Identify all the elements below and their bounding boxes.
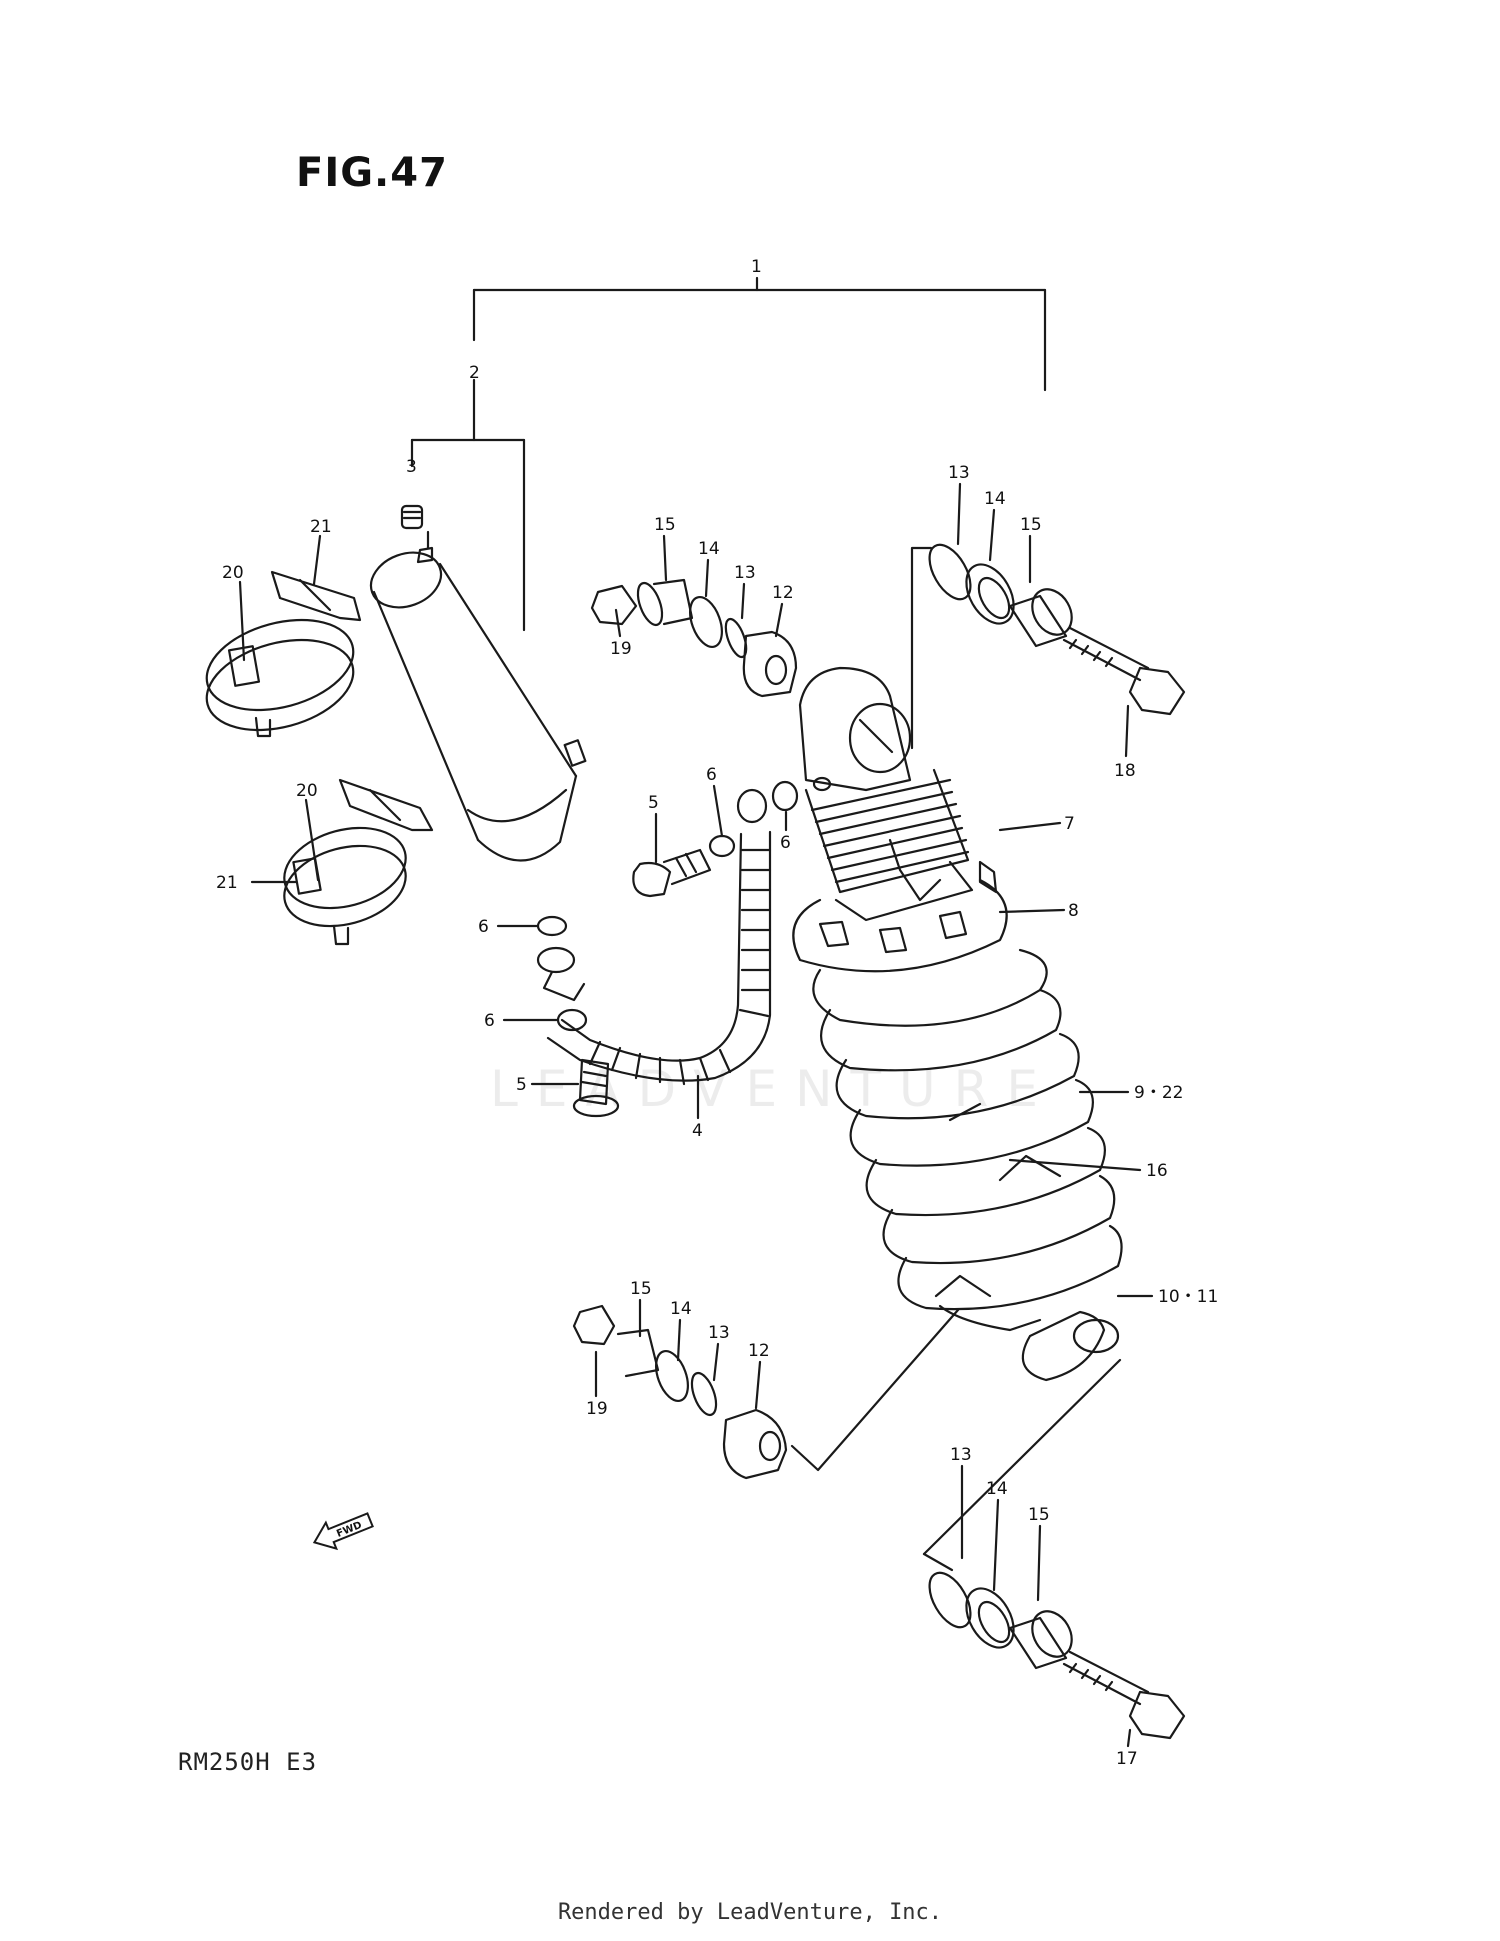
callout-label: 6	[706, 765, 717, 785]
leader-19a	[614, 608, 622, 638]
leader-8	[998, 908, 1066, 914]
fwd-direction-marker: FWD	[312, 1512, 374, 1551]
callout-label: 5	[516, 1075, 527, 1095]
leader-6a	[712, 784, 724, 838]
callout-label: 20	[222, 563, 244, 583]
callout-label: 15	[1020, 515, 1042, 535]
callout-label: 3	[406, 457, 417, 477]
leader-lower-right	[922, 1358, 1122, 1556]
callout-label: 13	[948, 463, 970, 483]
callout-label: 17	[1116, 1749, 1138, 1769]
banjo-bolt-lower	[572, 1058, 620, 1118]
lower-clevis	[938, 1304, 1120, 1382]
lower-right-hardware	[928, 1571, 1186, 1740]
lower-band-clamp	[283, 778, 434, 946]
reservoir-tank	[369, 530, 587, 862]
valve-cap-3	[400, 504, 424, 530]
callout-label: 6	[484, 1011, 495, 1031]
callout-labels: 1 2 3 4 5 5 6 6 6 6 7 8 9・22 10・11 12 12…	[216, 257, 1218, 1769]
callout-label: 7	[1064, 814, 1075, 834]
callout-label: 14	[670, 1299, 692, 1319]
leader-15a	[662, 534, 668, 582]
footer-credit: Rendered by LeadVenture, Inc.	[557, 1900, 943, 1925]
coil-spring	[812, 948, 1123, 1311]
washer-6-upper-right	[771, 780, 799, 812]
callout-label: 13	[708, 1323, 730, 1343]
leader-14d	[992, 1498, 1000, 1592]
callout-label: 5	[648, 793, 659, 813]
leader-14b	[988, 508, 996, 562]
leader-18	[1124, 704, 1130, 758]
leader-13b	[956, 482, 962, 546]
leader-7	[998, 821, 1062, 832]
lower-left-hardware	[572, 1304, 788, 1480]
leader-17	[1126, 1728, 1132, 1748]
upper-band-clamp	[205, 570, 362, 738]
upper-right-hardware	[928, 543, 1186, 716]
callout-label: 19	[586, 1399, 608, 1419]
callout-label: 14	[698, 539, 720, 559]
figure-title: FIG.47	[296, 150, 448, 196]
leader-21a	[312, 534, 322, 586]
callout-label: 10・11	[1158, 1287, 1218, 1307]
callout-label: 21	[310, 517, 332, 537]
callout-label: 13	[950, 1445, 972, 1465]
callout-label: 12	[772, 583, 794, 603]
leader-13a	[740, 582, 746, 620]
banjo-bolt-upper	[632, 848, 712, 898]
leader-lower-right-2	[922, 1552, 954, 1572]
assembly-bracket-1	[472, 276, 1047, 392]
leader-upper-mount	[910, 546, 933, 750]
washer-6-upper-left	[708, 834, 736, 858]
callout-label: 6	[780, 833, 791, 853]
callout-label: 21	[216, 873, 238, 893]
callout-label: 15	[1028, 1505, 1050, 1525]
leader-14a	[704, 558, 710, 598]
shock-absorber-body	[798, 666, 974, 922]
callout-label: 14	[984, 489, 1006, 509]
leader-15d	[1036, 1524, 1042, 1602]
callout-label: 19	[610, 639, 632, 659]
leader-12a	[774, 602, 784, 638]
leader-12b	[754, 1360, 762, 1410]
washer-6-mid	[536, 915, 568, 937]
leader-20a	[238, 580, 246, 662]
callout-label: 6	[478, 917, 489, 937]
leader-16	[1008, 1158, 1142, 1172]
assembly-bracket-2	[410, 378, 526, 632]
leader-14c	[676, 1318, 682, 1362]
upper-left-hardware	[590, 578, 798, 698]
callout-label: 14	[986, 1479, 1008, 1499]
callout-label: 16	[1146, 1161, 1168, 1181]
callout-label: 12	[748, 1341, 770, 1361]
reservoir-hose-4	[536, 788, 772, 1086]
spring-seat	[792, 860, 1008, 973]
leader-20b	[304, 798, 320, 882]
callout-label: 4	[692, 1121, 703, 1141]
model-code: RM250H E3	[178, 1748, 318, 1776]
leader-lower-left	[790, 1308, 960, 1472]
callout-label: 18	[1114, 761, 1136, 781]
callout-label: 9・22	[1134, 1083, 1183, 1103]
callout-label: 15	[654, 515, 676, 535]
callout-label: 8	[1068, 901, 1079, 921]
callout-label: 15	[630, 1279, 652, 1299]
callout-label: 20	[296, 781, 318, 801]
callout-label: 2	[469, 363, 480, 383]
leader-13c	[712, 1342, 720, 1382]
callout-label: 13	[734, 563, 756, 583]
callout-label: 1	[751, 257, 762, 277]
